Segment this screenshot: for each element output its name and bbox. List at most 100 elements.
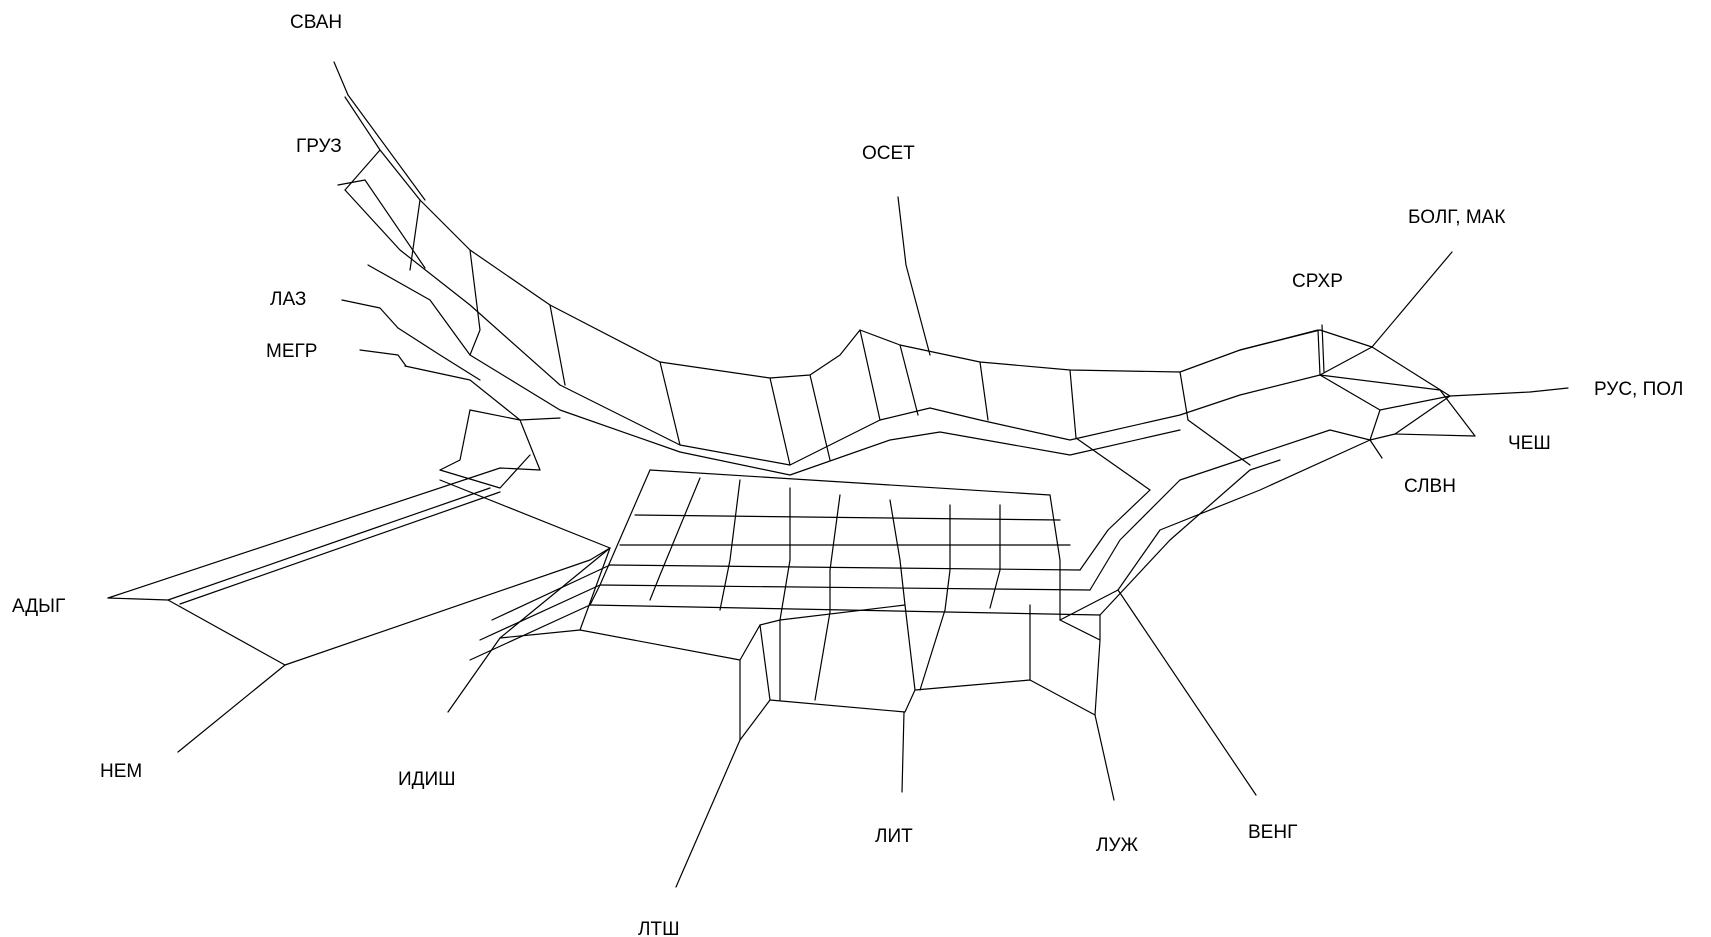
taxon-label-lit: ЛИТ bbox=[875, 826, 913, 847]
adyg-mid-2 bbox=[179, 491, 501, 605]
taxon-label-gruz: ГРУЗ bbox=[296, 136, 342, 157]
left-cluster bbox=[439, 409, 471, 471]
grid-row bbox=[589, 604, 1101, 616]
adyg-bottom bbox=[284, 547, 611, 666]
taxon-label-veng: ВЕНГ bbox=[1248, 822, 1297, 843]
box-lit bbox=[904, 604, 916, 691]
branch-slvn bbox=[1369, 439, 1383, 459]
right-link bbox=[1319, 346, 1373, 376]
branch-veng bbox=[1117, 589, 1257, 796]
network-edges bbox=[107, 61, 1569, 888]
arc-spoke bbox=[469, 249, 481, 356]
arc-spoke bbox=[1239, 329, 1321, 376]
right-link bbox=[1079, 489, 1151, 571]
branch-oset bbox=[897, 196, 931, 356]
branch-gruz bbox=[337, 179, 426, 269]
box-lit bbox=[769, 689, 916, 713]
right-link bbox=[1089, 479, 1181, 591]
right-link bbox=[1117, 433, 1396, 591]
arc-spoke bbox=[1179, 371, 1189, 421]
grid-row bbox=[634, 514, 1061, 521]
arc-spoke bbox=[979, 361, 989, 421]
grid-col bbox=[1049, 494, 1061, 621]
branch-svan bbox=[333, 61, 426, 201]
grid-row bbox=[609, 564, 1081, 571]
arc-spoke bbox=[769, 377, 791, 466]
box-lit bbox=[814, 611, 831, 701]
branch-laz bbox=[341, 299, 399, 329]
box-ltsh bbox=[739, 624, 771, 741]
right-link bbox=[1059, 589, 1119, 621]
taxon-label-slvn: СЛВН bbox=[1404, 476, 1456, 497]
arc-spoke bbox=[409, 199, 421, 271]
box-luzh bbox=[919, 609, 946, 691]
left-cluster bbox=[439, 479, 611, 549]
idish-wedge bbox=[469, 604, 591, 661]
taxon-label-luzh: ЛУЖ bbox=[1096, 835, 1139, 856]
taxon-label-idish: ИДИШ bbox=[398, 769, 456, 790]
right-link bbox=[1319, 374, 1451, 411]
arc-spoke bbox=[809, 374, 831, 461]
branch-adyg bbox=[107, 597, 286, 666]
box-ltsh bbox=[579, 619, 781, 661]
grid-col bbox=[944, 504, 951, 611]
left-cluster bbox=[404, 365, 561, 421]
idish-wedge bbox=[479, 584, 601, 641]
taxon-label-srhr: СРХР bbox=[1292, 271, 1343, 292]
taxon-label-ltsh: ЛТШ bbox=[638, 919, 680, 937]
arc-outer bbox=[344, 96, 1321, 379]
left-cluster bbox=[469, 409, 541, 471]
grid-row bbox=[649, 469, 1051, 496]
branch-luzh bbox=[1094, 714, 1115, 801]
adyg-top bbox=[107, 467, 541, 599]
branch-chesh bbox=[1394, 433, 1476, 437]
taxon-label-laz: ЛАЗ bbox=[270, 289, 306, 310]
taxon-labels: СВАН ГРУЗ ЛАЗ МЕГР АДЫГ НЕМ ИДИШ ЛТШ ЛИТ… bbox=[12, 12, 1683, 937]
arc-spoke bbox=[859, 329, 881, 421]
right-link bbox=[1369, 409, 1381, 441]
arc-inner bbox=[344, 189, 1321, 466]
taxon-label-oset: ОСЕТ bbox=[862, 143, 915, 164]
idish-wedge bbox=[491, 564, 611, 621]
adyg-mid bbox=[167, 487, 491, 601]
box-luzh bbox=[1059, 619, 1101, 716]
branch-bolg-mak bbox=[1371, 251, 1453, 348]
branch-lit bbox=[901, 711, 905, 793]
branch-ltsh bbox=[675, 739, 741, 888]
left-cluster bbox=[397, 327, 481, 381]
grid-col bbox=[719, 479, 741, 611]
idish-wedge bbox=[579, 547, 611, 631]
arc-spoke bbox=[659, 361, 681, 446]
grid-row bbox=[599, 584, 1091, 591]
arc-spoke bbox=[1069, 369, 1077, 439]
right-link bbox=[1075, 437, 1151, 491]
grid-col bbox=[989, 504, 1001, 609]
arc-spoke bbox=[899, 344, 919, 416]
box-luzh bbox=[914, 679, 1096, 716]
branch-rus-pol bbox=[1449, 387, 1569, 397]
taxon-label-megr: МЕГР bbox=[266, 341, 317, 362]
right-link bbox=[1394, 395, 1451, 435]
grid-col bbox=[889, 499, 906, 606]
grid-col bbox=[779, 487, 791, 621]
arc-inner-2 bbox=[367, 264, 1181, 476]
right-link bbox=[1099, 459, 1281, 616]
idish-wedge bbox=[499, 629, 581, 639]
taxon-label-chesh: ЧЕШ bbox=[1508, 433, 1551, 454]
right-link bbox=[1187, 419, 1251, 466]
left-cluster bbox=[439, 454, 531, 489]
taxon-label-nem: НЕМ bbox=[100, 761, 142, 782]
right-link bbox=[1319, 374, 1476, 437]
box-lit bbox=[779, 604, 906, 621]
taxon-label-svan: СВАН bbox=[290, 12, 342, 33]
taxon-label-rus-pol: РУС, ПОЛ bbox=[1594, 379, 1683, 400]
grid-col bbox=[649, 477, 701, 601]
arc-spoke bbox=[549, 304, 566, 386]
branch-srhr bbox=[1321, 324, 1325, 373]
branch-idish bbox=[447, 547, 611, 713]
grid-col bbox=[829, 494, 841, 613]
arc-spoke bbox=[344, 149, 381, 191]
taxon-label-adyg: АДЫГ bbox=[12, 596, 65, 617]
branch-nem bbox=[177, 664, 286, 753]
